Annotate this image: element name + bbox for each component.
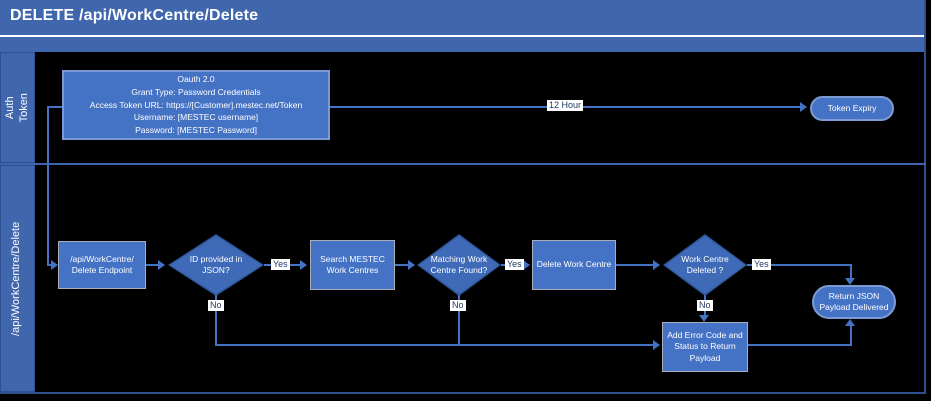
lane-api-delete-label: /api/WorkCentre/Delete (10, 221, 23, 336)
connector-oauth-endpoint (47, 106, 62, 108)
connector-delete-deleted (616, 264, 657, 266)
token-expiry-terminator: Token Expiry (810, 96, 894, 121)
arrowhead-icon (523, 260, 530, 270)
arrowhead-icon (800, 102, 807, 112)
connector-oauth-endpoint (47, 264, 53, 266)
endpoint-box: /api/WorkCentre/ Delete Endpoint (58, 241, 146, 289)
decision-matching-found: Matching Work Centre Found? (417, 234, 501, 296)
arrowhead-icon (408, 260, 415, 270)
oauth-credentials-box: Oauth 2.0 Grant Type: Password Credentia… (62, 70, 330, 140)
decision-matching-found-label: Matching Work Centre Found? (430, 253, 488, 275)
edge-label-12-hour: 12 Hour (547, 100, 584, 111)
connector-search-matching (395, 264, 411, 266)
arrowhead-icon (653, 340, 660, 350)
lane-divider (0, 163, 926, 165)
frame-border-right (924, 0, 926, 394)
arrowhead-icon (51, 260, 58, 270)
connector-endpoint-idprovided (146, 264, 160, 266)
connector-adderror-return (850, 326, 852, 346)
decision-id-provided-label: ID provided in JSON? (189, 253, 243, 275)
arrowhead-icon (699, 315, 709, 322)
arrowhead-icon (158, 260, 165, 270)
return-payload-terminator: Return JSON Payload Delivered (812, 285, 896, 319)
title-separator (0, 35, 924, 37)
arrowhead-icon (300, 260, 307, 270)
add-error-box: Add Error Code and Status to Return Payl… (662, 322, 748, 372)
delete-workcentre-box: Delete Work Centre (532, 240, 616, 290)
decision-deleted: Work Centre Deleted ? (663, 234, 747, 296)
connector-yes-return (747, 264, 852, 266)
arrowhead-icon (653, 260, 660, 270)
connector-yes-return (850, 264, 852, 280)
lane-auth-token: Auth Token (0, 52, 35, 163)
edge-label-yes: Yes (505, 259, 524, 270)
arrowhead-icon (845, 319, 855, 326)
lane-auth-token-label: Auth Token (3, 92, 30, 123)
arrowhead-icon (845, 278, 855, 285)
edge-label-yes: Yes (271, 259, 290, 270)
decision-id-provided: ID provided in JSON? (168, 234, 264, 296)
edge-label-no: No (697, 300, 713, 311)
connector-adderror-return (748, 344, 852, 346)
decision-deleted-label: Work Centre Deleted ? (681, 253, 729, 275)
edge-label-yes: Yes (752, 259, 771, 270)
edge-label-no: No (450, 300, 466, 311)
connector-no-adderror (215, 344, 655, 346)
edge-label-no: No (208, 300, 224, 311)
connector-no-idprovided (215, 295, 217, 346)
title-bar (0, 0, 924, 52)
search-workcentres-box: Search MESTEC Work Centres (310, 240, 395, 290)
connector-no-matching (458, 295, 460, 346)
page-title: DELETE /api/WorkCentre/Delete (10, 7, 259, 24)
lane-api-delete: /api/WorkCentre/Delete (0, 165, 35, 392)
connector-oauth-endpoint (47, 106, 49, 266)
frame-border-bottom (0, 392, 926, 394)
